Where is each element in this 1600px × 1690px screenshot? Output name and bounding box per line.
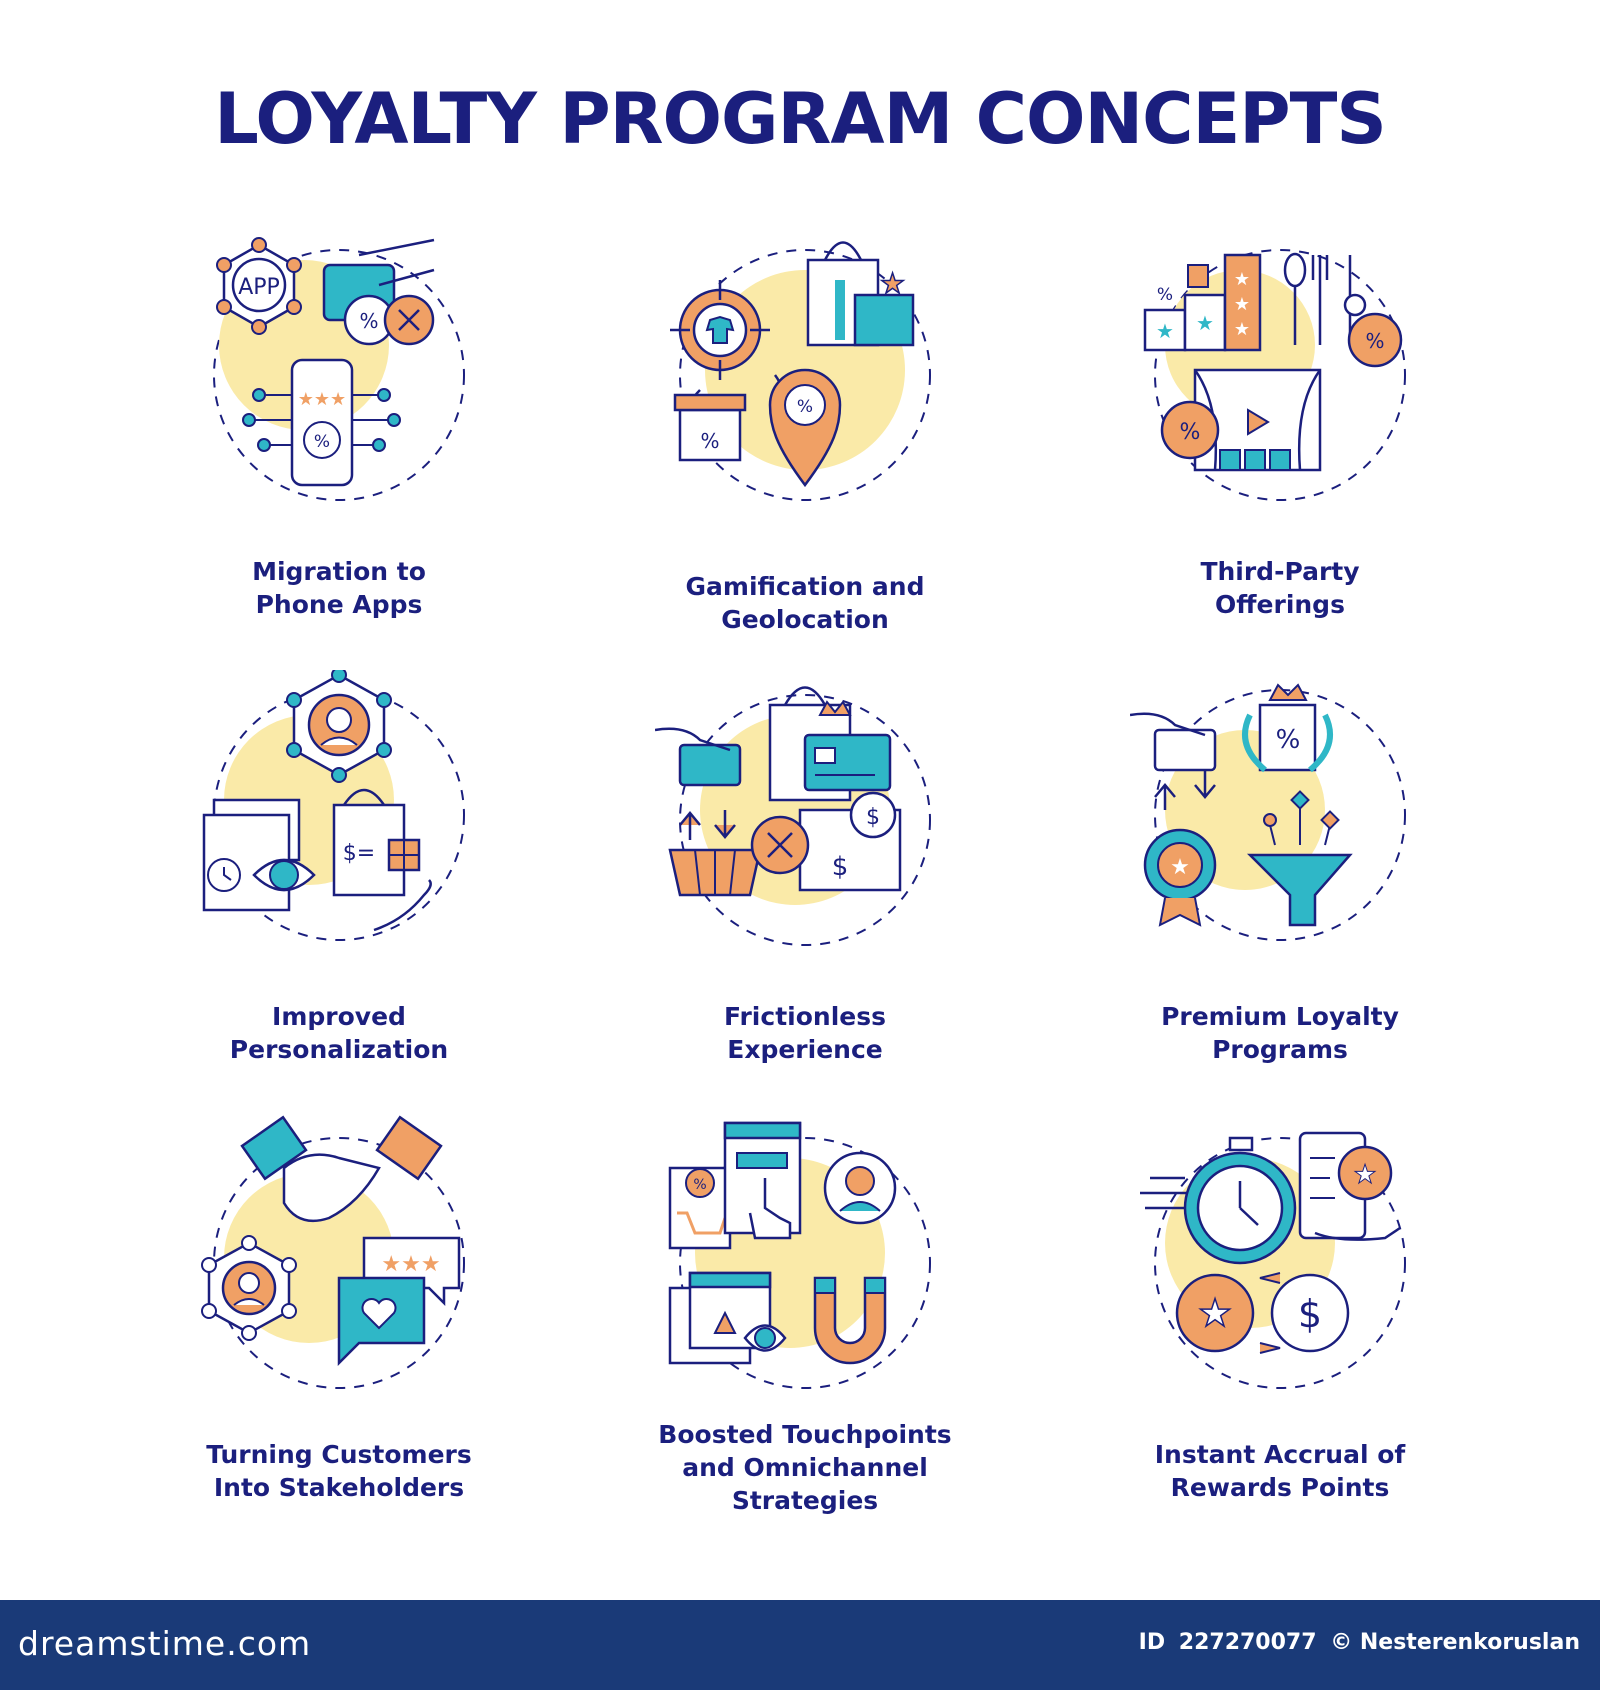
svg-text:%: %: [700, 429, 719, 453]
concept-grid: APP % ★★★ % Migration to: [189, 225, 1430, 1515]
concept-card: $= Improved Personalization: [189, 670, 489, 1190]
concept-card: ★ ★ $ Instant Accrual of Rewards Points: [1130, 1113, 1430, 1633]
concept-card: % ★ Premium Loyalty Programs: [1130, 670, 1430, 1190]
page-title: LOYALTY PROGRAM CONCEPTS: [214, 78, 1387, 160]
svg-text:★: ★: [1198, 1291, 1232, 1335]
concept-card: $ $ Frictionless Experience: [655, 670, 955, 1190]
target-location-icon: ★ % %: [670, 241, 931, 501]
svg-text:★★★: ★★★: [298, 389, 346, 410]
app-label: APP: [238, 275, 280, 300]
svg-text:%: %: [1180, 420, 1201, 445]
crown-badge-funnel-icon: % ★: [1130, 683, 1406, 941]
svg-text:$: $: [1298, 1292, 1322, 1336]
phone-app-network-icon: APP % ★★★ %: [213, 237, 465, 501]
concept-card: ★★★ Turning Customers Into Stakeholders: [189, 1113, 489, 1633]
svg-text:%: %: [693, 1177, 706, 1193]
svg-text:%: %: [1365, 329, 1384, 353]
ratings-dining-theater-icon: % ★ ★ ★ ★ ★ % %: [1143, 249, 1406, 501]
svg-text:★: ★: [1234, 294, 1250, 315]
concept-caption: Instant Accrual of Rewards Points: [1154, 1440, 1406, 1502]
id-label: ID: [1138, 1630, 1166, 1655]
concept-caption: Turning Customers Into Stakeholders: [206, 1440, 472, 1502]
svg-text:$=: $=: [343, 841, 375, 866]
concept-card: APP % ★★★ % Migration to: [189, 225, 489, 745]
svg-text:%: %: [314, 432, 330, 452]
profile-network-icon: $=: [202, 670, 465, 941]
svg-text:★: ★: [1353, 1160, 1376, 1190]
svg-text:★: ★: [1234, 269, 1250, 290]
concept-caption: Boosted Touchpoints and Omnichannel Stra…: [658, 1420, 952, 1515]
card-payment-basket-icon: $ $: [655, 686, 931, 946]
svg-text:★: ★: [1156, 319, 1174, 343]
brand-logo-text: dreamstime.com: [18, 1624, 312, 1663]
concept-card: ★ % % Gamification and Geolocation: [655, 225, 955, 745]
stopwatch-rewards-icon: ★ ★ $: [1140, 1131, 1406, 1389]
magnet-touchpoints-icon: %: [668, 1121, 931, 1389]
svg-text:%: %: [1276, 725, 1301, 755]
image-credit: ID 227270077 © Nesterenkoruslan: [1133, 1630, 1580, 1655]
concept-caption: Migration to Phone Apps: [252, 557, 426, 619]
svg-text:★★★: ★★★: [381, 1252, 440, 1277]
svg-text:★: ★: [1196, 311, 1214, 335]
concept-caption: Premium Loyalty Programs: [1161, 1002, 1399, 1064]
concept-card: % Boosted Touchpoints and Omnichannel St…: [655, 1113, 955, 1633]
image-id: 227270077: [1178, 1630, 1317, 1655]
svg-text:%: %: [1157, 285, 1173, 305]
concept-caption: Third-Party Offerings: [1200, 557, 1360, 619]
svg-text:%: %: [797, 397, 813, 417]
svg-text:%: %: [359, 309, 378, 333]
svg-text:★: ★: [880, 267, 905, 300]
concept-caption: Gamification and Geolocation: [685, 572, 925, 634]
concept-card: % ★ ★ ★ ★ ★ % % Third-Party Offerings: [1130, 225, 1430, 745]
footer-bar: dreamstime.com ID 227270077 © Nesterenko…: [0, 1600, 1600, 1690]
svg-text:$: $: [832, 852, 849, 882]
handshake-reviews-icon: ★★★: [201, 1115, 465, 1389]
concept-caption: Improved Personalization: [229, 1002, 449, 1064]
svg-text:$: $: [866, 805, 880, 830]
svg-text:★: ★: [1170, 855, 1190, 880]
concept-caption: Frictionless Experience: [724, 1002, 886, 1064]
author-credit: © Nesterenkoruslan: [1330, 1630, 1580, 1655]
svg-text:★: ★: [1234, 319, 1250, 340]
